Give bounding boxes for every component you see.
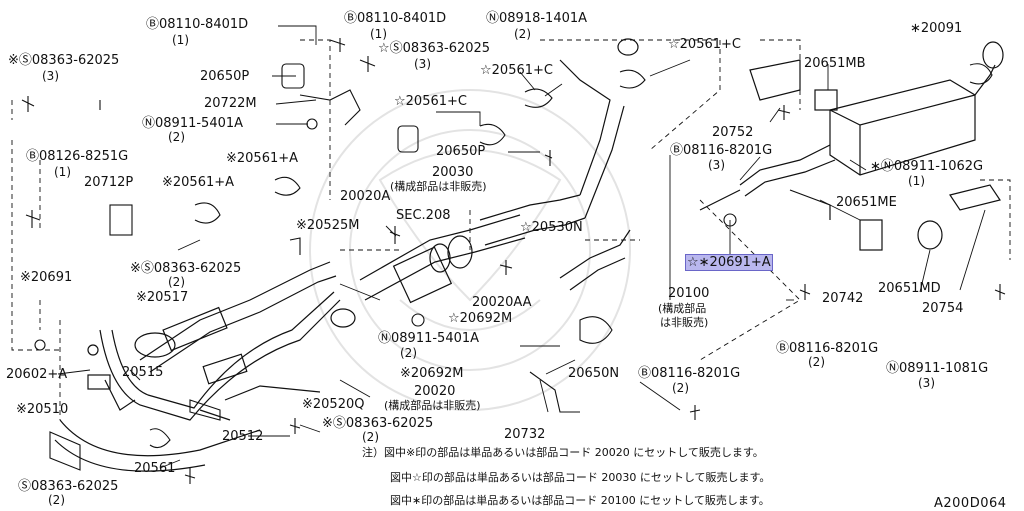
label-20561a-b: ※20561+A xyxy=(162,175,235,190)
qty-s-08363-62025-d: (2) xyxy=(362,430,379,444)
label-20691: ※20691 xyxy=(20,270,73,285)
label-20520q: ※20520Q xyxy=(302,397,365,412)
label-20651me: 20651ME xyxy=(836,195,897,210)
label-sec208: SEC.208 xyxy=(396,208,451,223)
label-n-08911-1081g: Ⓝ08911-1081G xyxy=(886,361,989,376)
label-20602a: 20602+A xyxy=(6,367,68,382)
label-20650n: 20650N xyxy=(568,366,620,381)
label-b-08110-8401d-b: Ⓑ08110-8401D xyxy=(344,11,447,26)
label-20561: 20561 xyxy=(134,461,176,476)
footnote-3: 図中∗印の部品は単品あるいは部品コード 20100 にセットして販売します。 xyxy=(390,494,770,507)
label-s-08363-62025-e: Ⓢ08363-62025 xyxy=(18,479,119,494)
note-20030-not-sold: (構成部品は非販売) xyxy=(390,180,487,193)
label-n-08911-1062g: ∗Ⓝ08911-1062G xyxy=(870,159,984,174)
label-20020aa: 20020AA xyxy=(472,295,532,310)
label-20732: 20732 xyxy=(504,427,546,442)
label-20742: 20742 xyxy=(822,291,864,306)
dashed-guides xyxy=(11,39,1011,420)
label-20754: 20754 xyxy=(922,301,964,316)
label-20752: 20752 xyxy=(712,125,754,140)
label-n-08911-5401a-a: Ⓝ08911-5401A xyxy=(142,116,244,131)
label-s-08363-62025-b: ☆Ⓢ08363-62025 xyxy=(378,41,491,56)
label-20020a: 20020A xyxy=(340,189,391,204)
qty-n-08911-5401a-b: (2) xyxy=(400,346,417,360)
qty-s-08363-62025-e: (2) xyxy=(48,493,65,507)
qty-b-08110-8401d-b: (1) xyxy=(370,27,387,41)
qty-b-08110-8401d-a: (1) xyxy=(172,33,189,47)
label-s-08363-62025-d: ※Ⓢ08363-62025 xyxy=(322,416,434,431)
qty-b-08126-8251g: (1) xyxy=(54,165,71,179)
qty-n-08918-1401a: (2) xyxy=(514,27,531,41)
label-20517: ※20517 xyxy=(136,290,189,305)
small-parts-drawing xyxy=(21,38,1006,484)
front-pipe-drawing xyxy=(54,261,341,472)
label-20091: ∗20091 xyxy=(910,21,963,36)
label-s-08363-62025-c: ※Ⓢ08363-62025 xyxy=(130,261,242,276)
label-20561c-c: ☆20561+C xyxy=(394,94,467,109)
qty-s-08363-62025-a: (3) xyxy=(42,69,59,83)
label-20561c-a: ☆20561+C xyxy=(480,63,553,78)
label-b-08116-8201g-c: Ⓑ08116-8201G xyxy=(638,366,741,381)
label-20510: ※20510 xyxy=(16,402,69,417)
watermark-emblem xyxy=(309,89,631,411)
label-n-08918-1401a: Ⓝ08918-1401A xyxy=(486,11,588,26)
label-20530n: ☆20530N xyxy=(520,220,583,235)
qty-s-08363-62025-b: (3) xyxy=(414,57,431,71)
center-pipe-drawing xyxy=(330,38,639,328)
label-20512: 20512 xyxy=(222,429,264,444)
qty-n-08911-5401a-a: (2) xyxy=(168,130,185,144)
label-20691a: ☆∗20691+A xyxy=(685,254,773,271)
label-20561c-b: ☆20561+C xyxy=(668,37,741,52)
label-s-08363-62025-a: ※Ⓢ08363-62025 xyxy=(8,53,120,68)
leader-lines xyxy=(57,25,986,469)
label-20650p-b: 20650P xyxy=(436,144,486,159)
label-20651md: 20651MD xyxy=(878,281,941,296)
label-20561a-a: ※20561+A xyxy=(226,151,299,166)
label-20692m-b: ※20692M xyxy=(400,366,464,381)
label-b-08116-8201g-b: Ⓑ08116-8201G xyxy=(776,341,879,356)
qty-s-08363-62025-c: (2) xyxy=(168,275,185,289)
label-20515: 20515 xyxy=(122,365,164,380)
label-20712p: 20712P xyxy=(84,175,134,190)
label-20692m-a: ☆20692M xyxy=(448,311,513,326)
label-20020: 20020 xyxy=(414,384,456,399)
qty-n-08911-1062g: (1) xyxy=(908,174,925,188)
qty-b-08116-8201g-a: (3) xyxy=(708,158,725,172)
label-20525m: ※20525M xyxy=(296,218,360,233)
label-b-08116-8201g-a: Ⓑ08116-8201G xyxy=(670,143,773,158)
label-n-08911-5401a-b: Ⓝ08911-5401A xyxy=(378,331,480,346)
qty-b-08116-8201g-c: (2) xyxy=(672,381,689,395)
label-20100: 20100 xyxy=(668,286,710,301)
footnote-2: 図中☆印の部品は単品あるいは部品コード 20030 にセットして販売します。 xyxy=(390,471,771,484)
label-20030: 20030 xyxy=(432,165,474,180)
footnote-1: 注）図中※印の部品は単品あるいは部品コード 20020 にセットして販売します。 xyxy=(362,446,764,459)
label-20650p-a: 20650P xyxy=(200,69,250,84)
label-b-08110-8401d-a: Ⓑ08110-8401D xyxy=(146,17,249,32)
note-20100-line1: (構成部品 xyxy=(658,302,707,315)
diagram-code: A200D064 xyxy=(934,496,1007,511)
qty-b-08116-8201g-b: (2) xyxy=(808,355,825,369)
qty-n-08911-1081g: (3) xyxy=(918,376,935,390)
label-20691a-highlight: ☆∗20691+A xyxy=(685,254,773,271)
label-20651mb: 20651MB xyxy=(804,56,866,71)
muffler-drawing xyxy=(699,41,1004,251)
label-b-08126-8251g: Ⓑ08126-8251G xyxy=(26,149,129,164)
note-20100-line2: は非販売) xyxy=(660,316,709,329)
label-20722m: 20722M xyxy=(204,96,257,111)
note-20520q-not-sold: (構成部品は非販売) xyxy=(384,399,481,412)
